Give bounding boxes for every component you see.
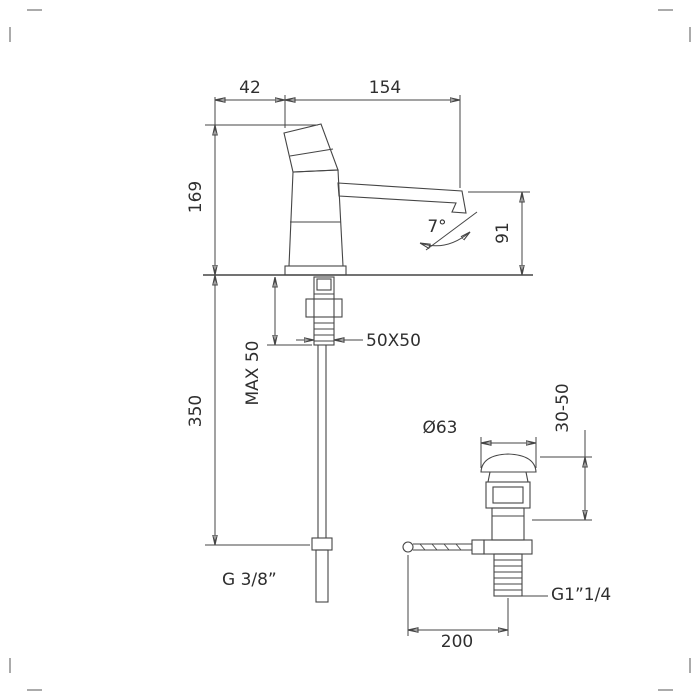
rod-tick [431, 543, 438, 551]
dim-label-waste-diameter: Ø63 [422, 418, 457, 438]
dim-label-base-section: 50X50 [366, 331, 421, 351]
rod-tick [419, 543, 426, 551]
cap-neck-left [487, 471, 491, 483]
lever-ball [402, 541, 414, 553]
dim-label-supply-length: 350 [186, 395, 206, 427]
angle-arc [420, 232, 470, 246]
rod-tick [455, 543, 462, 551]
faucet-spout [337, 182, 467, 214]
rod-fitting [471, 539, 485, 555]
dimension-annotations [205, 95, 592, 636]
dim-label-waste-thread: G1”1/4 [551, 585, 611, 605]
dim-label-spout-reach: 154 [369, 78, 401, 98]
dim-label-max-deck: MAX 50 [243, 341, 263, 406]
shank-stud [316, 278, 332, 291]
drain-view [402, 453, 537, 597]
drain-flange-inner [492, 486, 524, 504]
drain-cap-dome [480, 453, 537, 473]
dim-label-supply-thread: G 3/8” [222, 570, 277, 590]
drain-body [491, 507, 525, 541]
dimension-labels: 42 154 169 7° 91 50X50 MAX 50 350 Ø63 30… [186, 78, 611, 652]
corner-marks [9, 9, 691, 691]
rod-tick [443, 543, 450, 551]
handle-joint-line [289, 148, 334, 157]
faucet-base-plate [284, 265, 347, 276]
dim-label-outlet-height: 91 [493, 222, 513, 244]
dim-label-handle-offset: 42 [239, 78, 261, 98]
hose-tail [315, 549, 329, 603]
drain-coupling [483, 539, 533, 555]
faucet-view [203, 123, 533, 603]
hose-fitting [311, 537, 333, 551]
dim-label-height: 169 [186, 181, 206, 213]
dim-label-rod-length: 200 [441, 632, 473, 652]
dim-label-waste-range: 30-50 [553, 383, 573, 432]
faucet-body [288, 169, 344, 267]
threaded-shank [313, 276, 335, 346]
faucet-handle [283, 123, 339, 173]
drain-tail [493, 553, 523, 597]
mounting-nut [305, 298, 343, 318]
cap-neck-right [525, 471, 529, 483]
dim-label-angle: 7° [427, 217, 446, 237]
